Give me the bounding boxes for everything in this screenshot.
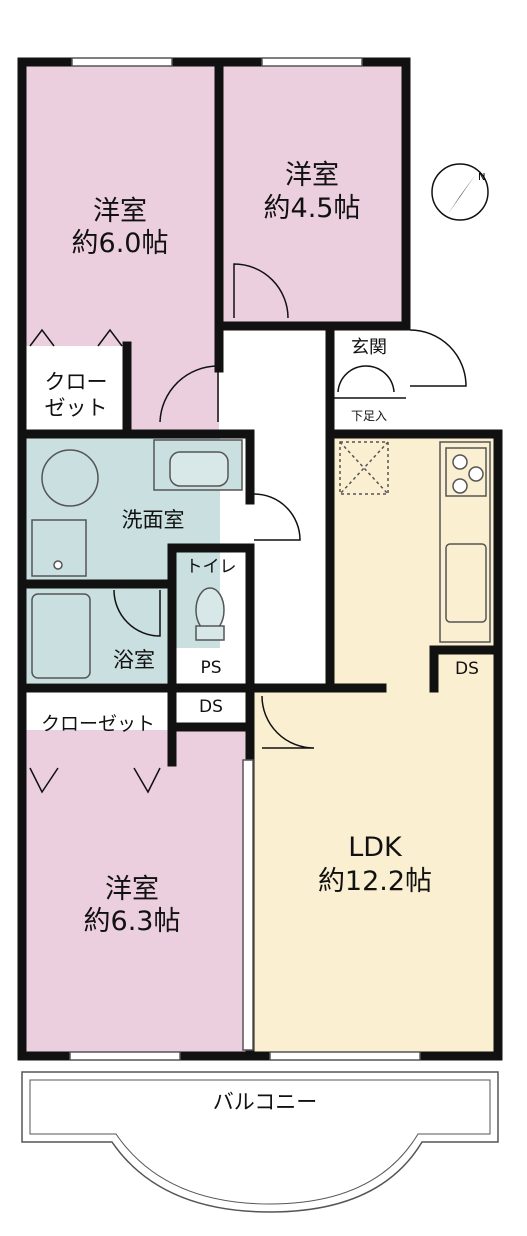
entrance-fill xyxy=(330,326,406,434)
ps-label: PS xyxy=(200,658,222,678)
bath-name: 浴室 xyxy=(113,648,155,672)
balcony-name: バルコニー xyxy=(212,1090,318,1114)
door-washroom xyxy=(253,493,301,541)
door-closet-bottom-r xyxy=(133,767,161,794)
ds-right-label: DS xyxy=(455,659,479,679)
door-closet-bottom-l xyxy=(29,767,59,794)
compass-icon: N xyxy=(431,163,489,221)
window-bedroom-a xyxy=(71,57,173,67)
bedroom-6-0-size: 約6.0帖 xyxy=(71,228,169,259)
bedroom-6-3-size: 約6.3帖 xyxy=(83,906,181,937)
window-bedroom-c xyxy=(69,1051,181,1061)
compass-north-label: N xyxy=(478,172,485,183)
door-ldk xyxy=(261,695,315,749)
fridge-space xyxy=(339,441,389,495)
sliding-door-ldk xyxy=(242,759,254,1051)
bedroom-6-3-name: 洋室 xyxy=(105,874,159,905)
ldk-name: LDK xyxy=(348,832,402,863)
closet-bottom-name: クローゼット xyxy=(40,713,155,735)
door-closet-top-l xyxy=(29,328,55,347)
kitchen-sink xyxy=(445,543,487,623)
closet-top-line1: クロー xyxy=(44,370,108,394)
door-entrance xyxy=(409,329,467,387)
washer-fixture xyxy=(41,449,99,507)
bedroom-4-5-fill xyxy=(219,62,406,326)
toilet-tank xyxy=(195,625,225,641)
door-closet-top-r xyxy=(97,328,123,347)
door-bedroom-a xyxy=(159,365,219,423)
hall-fill xyxy=(220,326,332,688)
burner-2 xyxy=(468,466,484,482)
ldk-size: 約12.2帖 xyxy=(317,866,433,897)
closet-top-line2: ゼット xyxy=(44,396,108,420)
bedroom-6-0-name: 洋室 xyxy=(93,196,147,227)
burner-1 xyxy=(452,454,468,470)
door-bath xyxy=(113,589,161,637)
bedroom-6-3-fill xyxy=(22,730,248,1056)
balcony-inner xyxy=(29,1079,491,1205)
bathtub xyxy=(31,593,91,679)
drain xyxy=(53,560,63,570)
washroom-name: 洗面室 xyxy=(121,508,185,532)
ds-left-label: DS xyxy=(199,697,223,717)
window-bedroom-b xyxy=(261,57,363,67)
window-ldk xyxy=(269,1051,421,1061)
entrance-name: 玄関 xyxy=(351,337,387,358)
ldk-fill-lower xyxy=(252,688,498,1056)
balcony-outline xyxy=(21,1071,499,1213)
bedroom-4-5-size: 約4.5帖 xyxy=(263,193,361,224)
toilet-name: トイレ xyxy=(185,557,237,577)
closet-top-fill xyxy=(22,346,127,434)
shoe-area-name: 下足入 xyxy=(350,409,387,423)
burner-3 xyxy=(452,478,468,494)
bedroom-4-5-name: 洋室 xyxy=(285,160,339,191)
entrance-doors xyxy=(337,365,395,393)
door-bedroom-b xyxy=(233,263,289,319)
washbasin-bowl xyxy=(169,451,229,487)
